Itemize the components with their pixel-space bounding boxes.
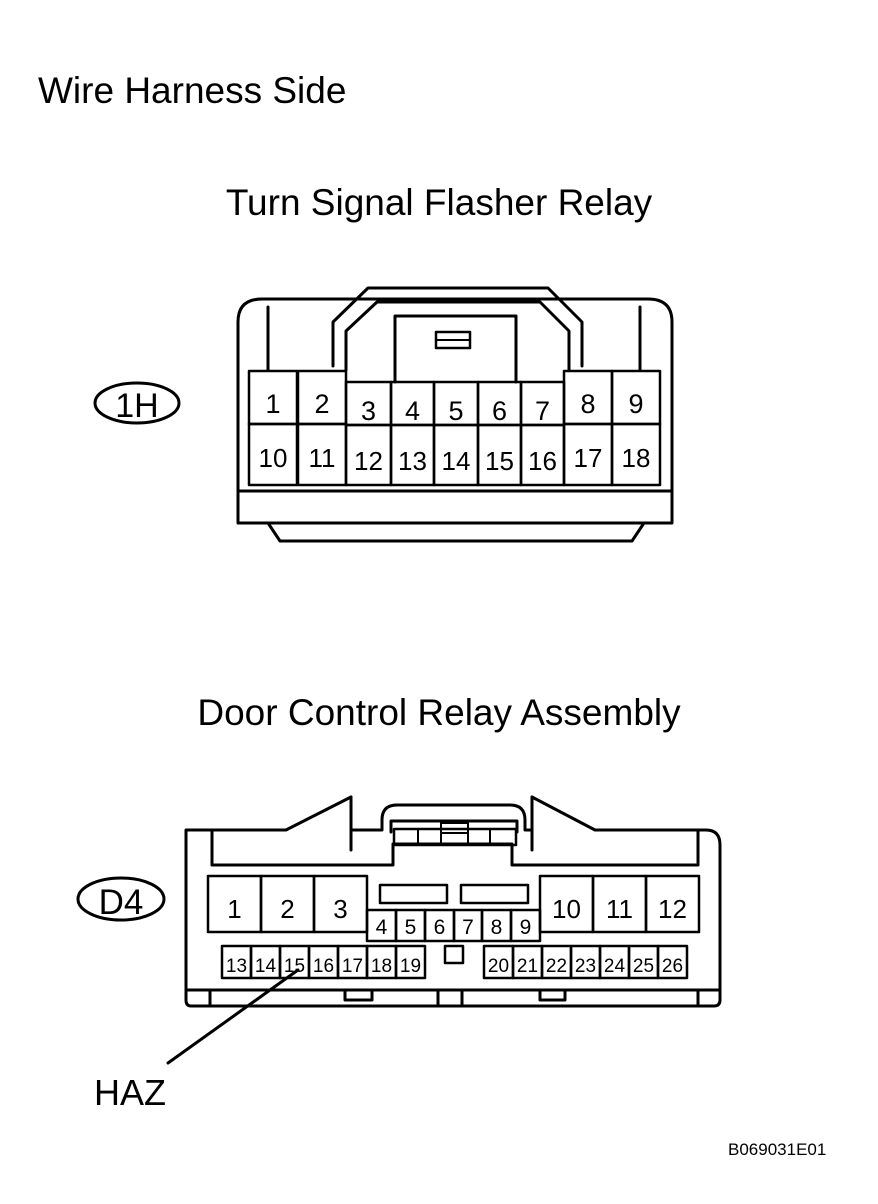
connector-1h-label-ellipse [93, 381, 181, 425]
pin-label: 5 [448, 396, 463, 426]
pin-label: 10 [552, 894, 581, 924]
pin-label: 7 [535, 396, 550, 426]
pin-label: 24 [604, 956, 626, 977]
pin-label: 12 [354, 446, 383, 476]
connector-1h-label: 1H [115, 387, 158, 425]
pin-label: 11 [606, 894, 633, 924]
pin-label: 20 [488, 956, 509, 977]
pin-label: 8 [580, 389, 595, 419]
pin-label: 5 [405, 916, 417, 939]
pin-label: 13 [398, 446, 427, 476]
connector-1h-title: Turn Signal Flasher Relay [225, 182, 653, 223]
haz-callout-label: HAZ [94, 1072, 166, 1113]
pin-label: 1 [227, 894, 241, 924]
pin-label: 2 [280, 894, 294, 924]
haz-leader-line [166, 968, 300, 1065]
pin-cell [312, 874, 369, 934]
pin-cell [656, 944, 689, 980]
pin-label: 21 [517, 956, 538, 977]
pin-label: 3 [333, 894, 347, 924]
figure-code: B069031E01 [728, 1140, 827, 1159]
pin-label: 8 [491, 916, 503, 939]
pin-label: 10 [259, 443, 288, 473]
connector-d4-title: Door Control Relay Assembly [197, 692, 681, 733]
pin-label: 2 [314, 389, 329, 419]
pin-cell [394, 944, 427, 980]
pin-label: 15 [284, 956, 305, 977]
pin-label: 18 [371, 956, 392, 977]
pin-label: 9 [520, 916, 532, 939]
pin-label: 4 [376, 916, 388, 939]
pin-label: 14 [255, 956, 277, 977]
pin-label: 15 [485, 446, 514, 476]
pin-label: 17 [574, 443, 603, 473]
pin-label: 13 [226, 956, 247, 977]
pin-label: 11 [309, 443, 336, 473]
pin-label: 7 [462, 916, 474, 939]
pin-label: 14 [442, 446, 471, 476]
pin-label: 6 [492, 396, 507, 426]
pin-label: 16 [528, 446, 557, 476]
pin-label: 22 [546, 956, 567, 977]
connector-d4-label: D4 [99, 883, 144, 922]
pin-label: 4 [405, 396, 420, 426]
pin-label: 17 [342, 956, 363, 977]
pin-label: 6 [434, 916, 446, 939]
pin-label: 19 [400, 956, 421, 977]
pin-label: 1 [265, 389, 280, 419]
pin-cell [610, 422, 662, 487]
pin-cell [644, 874, 701, 934]
pin-label: 16 [313, 956, 334, 977]
connector-d4-label-ellipse [76, 876, 166, 922]
connector-d4-housing [184, 795, 722, 1008]
pin-label: 9 [628, 389, 643, 419]
pin-label: 18 [622, 443, 651, 473]
pin-label: 26 [662, 956, 683, 977]
pin-label: 23 [575, 956, 596, 977]
connector-1h-housing [236, 286, 674, 543]
page-title: Wire Harness Side [38, 70, 347, 111]
pin-label: 25 [633, 956, 654, 977]
pin-label: 3 [361, 396, 376, 426]
pin-label: 12 [658, 894, 687, 924]
